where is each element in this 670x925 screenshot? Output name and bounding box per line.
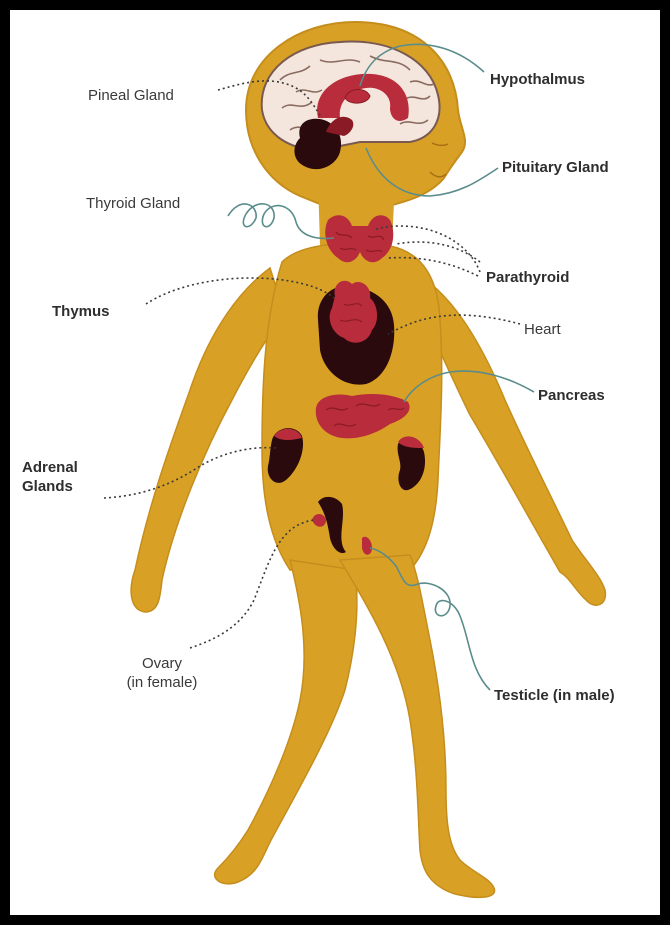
label-ovary: Ovary (in female) <box>106 654 218 692</box>
label-pineal-gland: Pineal Gland <box>88 86 174 105</box>
label-thymus: Thymus <box>52 302 110 321</box>
label-adrenal-glands: Adrenal Glands <box>22 458 78 496</box>
label-adrenal-line1: Adrenal <box>22 458 78 477</box>
label-pituitary-gland: Pituitary Gland <box>502 158 609 177</box>
label-adrenal-line2: Glands <box>22 477 78 496</box>
label-ovary-line2: (in female) <box>106 673 218 692</box>
label-pancreas: Pancreas <box>538 386 605 405</box>
label-parathyroid: Parathyroid <box>486 268 569 287</box>
label-ovary-line1: Ovary <box>106 654 218 673</box>
leader-thyroid <box>228 204 334 239</box>
label-testicle: Testicle (in male) <box>494 686 615 705</box>
label-heart: Heart <box>524 320 561 339</box>
label-hypothalamus: Hypothalmus <box>490 70 585 89</box>
label-thyroid-gland: Thyroid Gland <box>86 194 180 213</box>
